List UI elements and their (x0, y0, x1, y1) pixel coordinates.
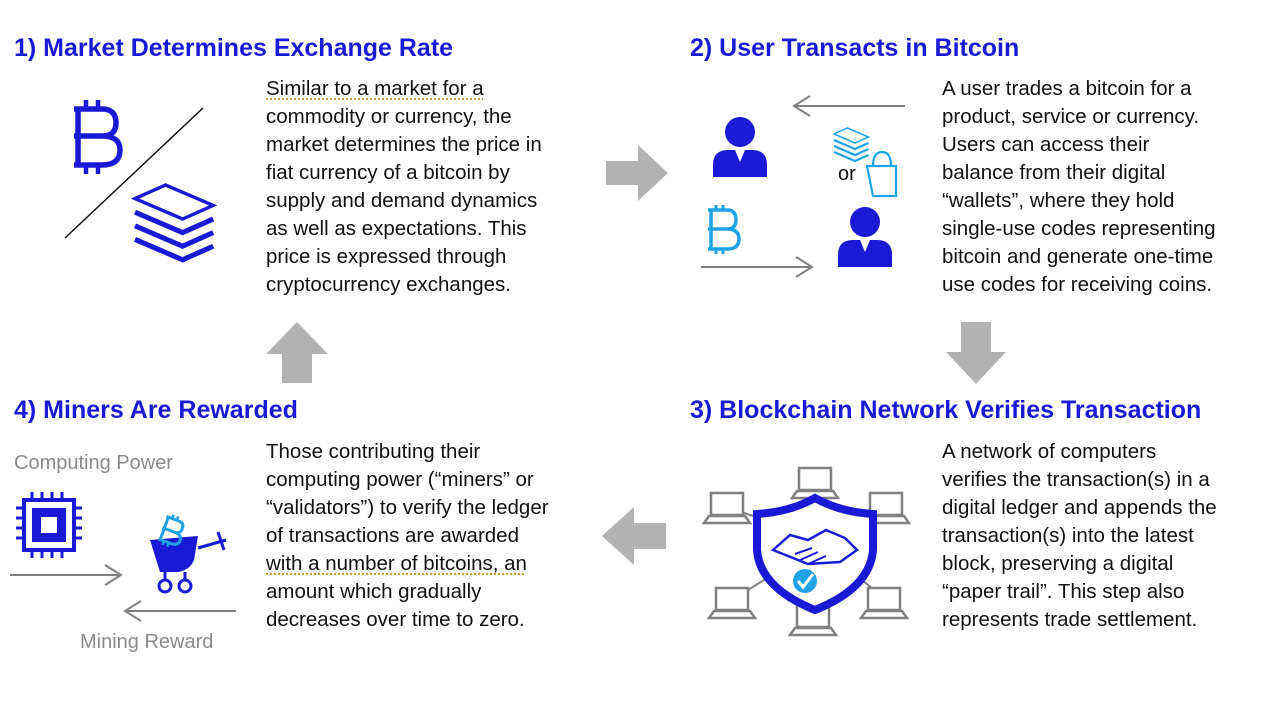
step2-line-3: Users can access their (942, 133, 1150, 156)
step3-description: A network of computers verifies the tran… (942, 438, 1217, 634)
step2-line-2: product, service or currency. (942, 105, 1200, 128)
flow-arrow-down (946, 322, 1006, 384)
step1-line-1-text: Similar to a market for a (266, 77, 484, 100)
step1-line-6: as well as expectations. This (266, 217, 527, 240)
step4-line-5: with a number of bitcoins, an (266, 550, 549, 578)
step4-line-1: Those contributing their (266, 440, 481, 463)
step2-line-4: balance from their digital (942, 161, 1166, 184)
step4-line-2: computing power (“miners” or (266, 468, 534, 491)
laptop-icon-top-left (702, 491, 752, 525)
cash-stack-icon (135, 185, 213, 260)
step2-line-7: bitcoin and generate one-time (942, 245, 1214, 268)
step1-line-3: market determines the price in (266, 133, 542, 156)
step1-line-8: cryptocurrency exchanges. (266, 273, 511, 296)
laptop-icon-bottom-right (859, 586, 909, 620)
bitcoin-icon (74, 100, 123, 174)
cpu-chip-icon (16, 492, 82, 558)
handshake-shield-icon (753, 493, 877, 615)
step3-line-2: verifies the transaction(s) in a (942, 468, 1210, 491)
step1-line-7: price is expressed through (266, 245, 507, 268)
shopping-bag-icon (865, 150, 898, 198)
step1-description: Similar to a market for a commodity or c… (266, 75, 542, 299)
step4-line-4: of transactions are awarded (266, 524, 519, 547)
step4-description: Those contributing their computing power… (266, 438, 549, 634)
laptop-icon-bottom-left (707, 586, 757, 620)
step3-line-7: represents trade settlement. (942, 608, 1198, 631)
computing-power-label: Computing Power (14, 452, 173, 474)
mining-reward-arrow-head (123, 600, 142, 622)
step2-line-8: use codes for receiving coins. (942, 273, 1213, 296)
computing-power-arrow-head (104, 564, 123, 586)
flow-arrow-up (266, 322, 328, 383)
flow-arrow-left (602, 507, 666, 565)
user-icon-receiver (838, 207, 892, 267)
bitcoin-icon-small (708, 205, 741, 254)
step1-line-5: supply and demand dynamics (266, 189, 538, 212)
flow-arrow-right (606, 145, 668, 201)
checkmark-icon (793, 569, 817, 593)
arrow-to-receiver-head (795, 256, 814, 278)
step3-line-6: “paper trail”. This step also (942, 580, 1185, 603)
or-label: or (838, 163, 856, 185)
mining-cart-icon (150, 514, 227, 594)
step4-line-6: amount which gradually (266, 580, 482, 603)
step3-line-3: digital ledger and appends the (942, 496, 1217, 519)
step3-line-4: transaction(s) into the latest (942, 524, 1194, 547)
step2-description: A user trades a bitcoin for a product, s… (942, 75, 1216, 299)
step4-line-5-text: with a number of bitcoins, an (266, 552, 527, 575)
step1-line-1: Similar to a market for a (266, 75, 542, 103)
step1-line-2: commodity or currency, the (266, 105, 512, 128)
mining-reward-label: Mining Reward (80, 631, 214, 653)
step3-heading: 3) Blockchain Network Verifies Transacti… (690, 396, 1202, 424)
cash-icon-small (832, 126, 870, 163)
step3-line-5: block, preserving a digital (942, 552, 1174, 575)
step2-line-1: A user trades a bitcoin for a (942, 77, 1192, 100)
arrow-to-sender-head (792, 95, 811, 117)
step1-heading: 1) Market Determines Exchange Rate (14, 34, 454, 62)
slash-divider (64, 107, 204, 239)
step4-heading: 4) Miners Are Rewarded (14, 396, 298, 424)
step2-heading: 2) User Transacts in Bitcoin (690, 34, 1020, 62)
step3-line-1: A network of computers (942, 440, 1157, 463)
step4-line-7: decreases over time to zero. (266, 608, 525, 631)
step4-line-3: “validators”) to verify the ledger (266, 496, 549, 519)
step2-line-5: “wallets”, where they hold (942, 189, 1175, 212)
step2-line-6: single-use codes representing (942, 217, 1216, 240)
step1-line-4: fiat currency of a bitcoin by (266, 161, 510, 184)
user-icon-sender (713, 117, 767, 177)
